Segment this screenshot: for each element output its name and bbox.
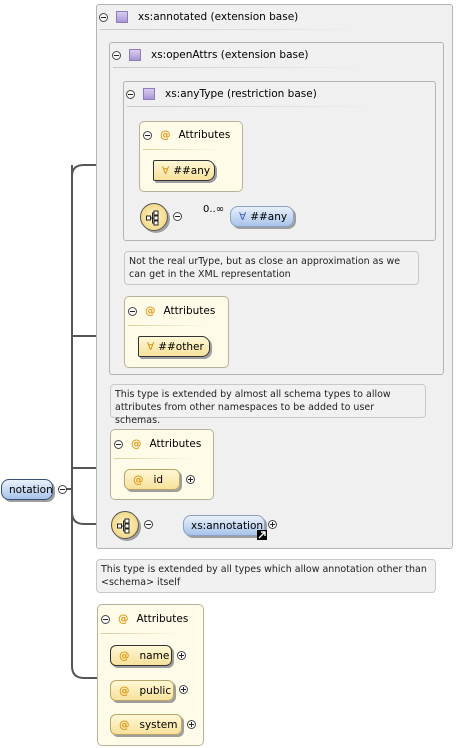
attribute-group-icon: @ [145,305,156,317]
attribute-group-icon: @ [118,613,129,625]
annotation-note-anytype: Not the real urType, but as close an app… [124,251,419,285]
attributes-label: Attributes [136,613,189,625]
root-element-notation[interactable]: notation [1,479,53,500]
element-label: xs:annotation [191,519,264,532]
expand-public-icon[interactable] [179,685,188,694]
collapse-root-icon[interactable] [58,485,67,494]
note-text: This type is extended by almost all sche… [115,389,391,426]
attributes-header: @ Attributes [143,127,230,143]
reference-arrow-icon [257,530,267,540]
cardinality-label: 0..∞ [203,204,225,215]
collapse-attributes-icon[interactable] [128,306,137,316]
root-element-label: notation [9,483,53,496]
any-element-any[interactable]: ∀ ##any [230,206,294,227]
attribute-icon: @ [119,649,130,662]
collapse-annotated-icon[interactable] [99,12,108,22]
collapse-attributes-icon[interactable] [114,439,123,449]
attribute-system[interactable]: @ system [110,714,182,735]
attribute-label: name [139,649,170,662]
attributes-box-anytype: @ Attributes [139,121,243,192]
attributes-header: @ Attributes [128,303,215,319]
attribute-icon: @ [119,684,130,697]
expand-annotation-icon[interactable] [268,520,277,529]
attribute-label: public [139,684,172,697]
sequence-compositor-icon[interactable] [140,203,168,231]
expand-id-icon[interactable] [186,475,195,484]
attribute-group-icon: @ [131,438,142,450]
attributes-label: Attributes [163,305,216,317]
any-attribute-other[interactable]: ∀ ##other [138,336,210,357]
attribute-icon: @ [133,473,144,486]
sequence-compositor-icon[interactable] [111,511,139,539]
annotation-note-openattrs: This type is extended by almost all sche… [110,384,426,426]
attribute-id[interactable]: @ id [124,469,180,490]
type-title-anytype: xs:anyType (restriction base) [165,88,317,100]
attributes-label: Attributes [149,438,202,450]
attributes-header: @ Attributes [101,611,188,627]
attribute-label: system [139,718,178,731]
any-attribute-label: ##other [158,340,204,353]
complex-type-icon [143,88,155,100]
collapse-attributes-icon[interactable] [143,130,152,140]
expand-name-icon[interactable] [177,651,186,660]
expand-system-icon[interactable] [187,720,196,729]
attributes-header: @ Attributes [114,436,201,452]
type-header-annotated: xs:annotated (extension base) [99,9,298,25]
element-xs-annotation[interactable]: xs:annotation [183,515,265,536]
collapse-anytype-icon[interactable] [126,89,135,99]
attributes-box-openattrs: @ Attributes [124,296,229,368]
attribute-public[interactable]: @ public [110,680,174,701]
note-text: Not the real urType, but as close an app… [129,256,401,280]
collapse-sequence-icon[interactable] [144,520,153,529]
complex-type-icon [129,49,141,61]
type-title-openattrs: xs:openAttrs (extension base) [151,49,309,61]
any-element-icon: ∀ [239,210,247,223]
any-attribute-icon: ∀ [147,340,155,353]
collapse-sequence-icon[interactable] [173,212,182,221]
attribute-group-icon: @ [160,129,171,141]
attribute-name[interactable]: @ name [110,645,172,666]
any-attribute-label: ##any [173,164,211,177]
type-title-annotated: xs:annotated (extension base) [138,11,299,23]
attributes-label: Attributes [178,129,231,141]
attribute-label: id [153,473,164,486]
attribute-icon: @ [119,718,130,731]
type-header-openattrs: xs:openAttrs (extension base) [112,47,309,63]
complex-type-icon [116,11,128,23]
type-header-anytype: xs:anyType (restriction base) [126,86,317,102]
annotation-note-annotated: This type is extended by all types which… [96,559,436,593]
any-attribute-icon: ∀ [162,164,170,177]
any-attribute-any[interactable]: ∀ ##any [153,160,215,181]
note-text: This type is extended by all types which… [101,564,427,588]
any-element-label: ##any [250,210,288,223]
collapse-attributes-icon[interactable] [101,614,110,624]
collapse-openattrs-icon[interactable] [112,50,121,60]
